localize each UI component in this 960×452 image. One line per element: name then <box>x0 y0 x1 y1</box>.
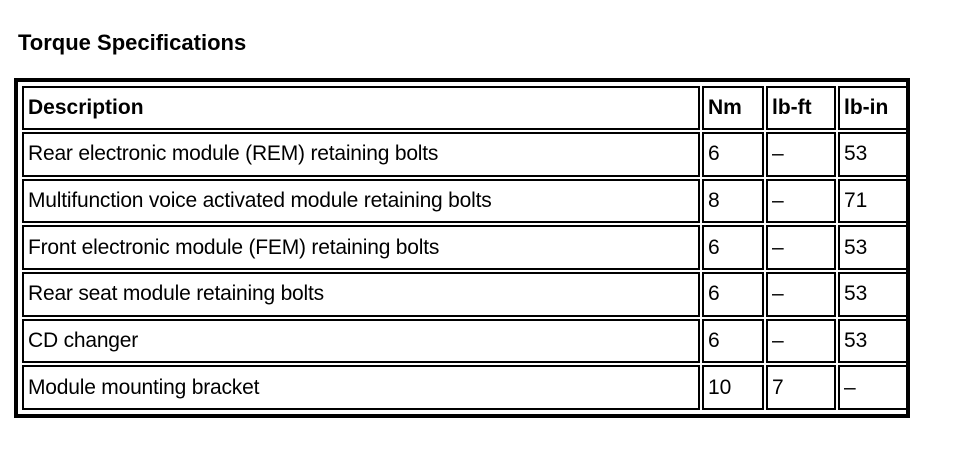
cell-lb-in: 53 <box>838 318 908 364</box>
cell-nm: 6 <box>702 132 764 177</box>
cell-nm: 6 <box>702 271 764 317</box>
cell-nm: 8 <box>702 178 764 224</box>
table-row: Rear electronic module (REM) retaining b… <box>22 132 908 177</box>
cell-lb-in: 71 <box>838 178 908 224</box>
page-title: Torque Specifications <box>18 29 247 55</box>
column-header-nm: Nm <box>702 86 764 130</box>
torque-specifications-table: Description Nm lb-ft lb-in Rear electron… <box>20 84 910 412</box>
column-header-description: Description <box>22 86 700 130</box>
cell-nm: 6 <box>702 318 764 364</box>
table-row: Front electronic module (FEM) retaining … <box>22 225 908 270</box>
cell-lb-in: – <box>838 365 908 410</box>
table-header-row: Description Nm lb-ft lb-in <box>22 86 908 130</box>
cell-lb-ft: – <box>766 178 836 224</box>
cell-description: Multifunction voice activated module ret… <box>22 178 700 224</box>
table-header: Description Nm lb-ft lb-in <box>22 86 908 130</box>
cell-description: Front electronic module (FEM) retaining … <box>22 225 700 270</box>
cell-lb-in: 53 <box>838 132 908 177</box>
cell-lb-ft: – <box>766 132 836 177</box>
cell-lb-in: 53 <box>838 271 908 317</box>
cell-lb-ft: – <box>766 225 836 270</box>
table-row: Multifunction voice activated module ret… <box>22 178 908 224</box>
cell-description: Rear electronic module (REM) retaining b… <box>22 132 700 177</box>
cell-nm: 10 <box>702 365 764 410</box>
cell-lb-ft: – <box>766 318 836 364</box>
cell-description: Rear seat module retaining bolts <box>22 271 700 317</box>
table-row: Module mounting bracket 10 7 – <box>22 365 908 410</box>
column-header-lb-in: lb-in <box>838 86 908 130</box>
table-body: Rear electronic module (REM) retaining b… <box>22 132 908 410</box>
cell-lb-ft: 7 <box>766 365 836 410</box>
cell-lb-in: 53 <box>838 225 908 270</box>
cell-description: Module mounting bracket <box>22 365 700 410</box>
table-row: Rear seat module retaining bolts 6 – 53 <box>22 271 908 317</box>
column-header-lb-ft: lb-ft <box>766 86 836 130</box>
cell-description: CD changer <box>22 318 700 364</box>
table-row: CD changer 6 – 53 <box>22 318 908 364</box>
cell-lb-ft: – <box>766 271 836 317</box>
cell-nm: 6 <box>702 225 764 270</box>
torque-specifications-table-frame: Description Nm lb-ft lb-in Rear electron… <box>14 78 910 418</box>
